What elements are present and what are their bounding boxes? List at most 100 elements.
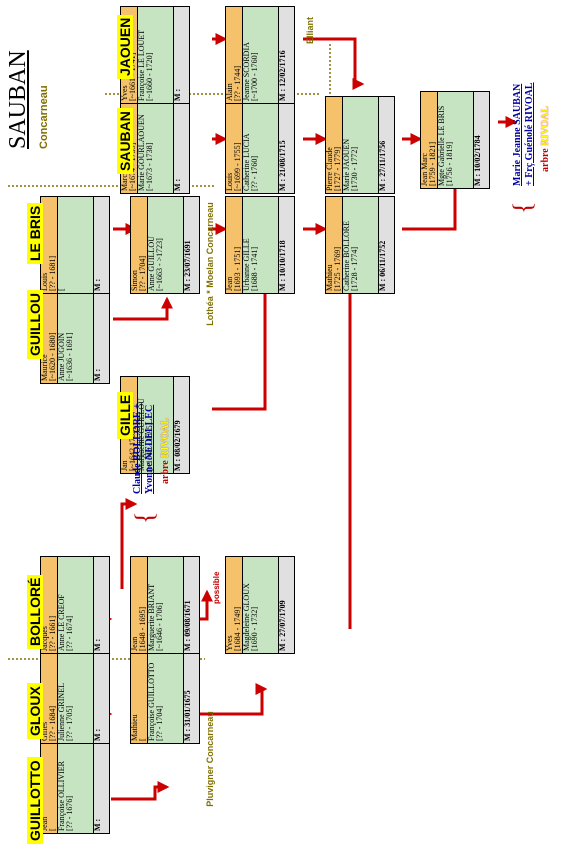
marriage-date: M : 12/02/1716	[279, 50, 287, 101]
wife-name: Jeanne SCORDIA	[243, 42, 251, 101]
husband-dates: [?? - 1681]	[49, 255, 57, 291]
wife-band: Mgte Gabrielle LE BRIS[1756 - 1819]	[438, 92, 474, 188]
husband-dates: [?? - 1744]	[234, 65, 242, 101]
marriage-band: M : 08/02/1679	[174, 377, 189, 473]
couple-card: Jean Marc[1759 - 1821]Mgte Gabrielle LE …	[420, 91, 490, 189]
marriage-date: M :	[94, 739, 102, 831]
wife-band: Marie GOURLAOUEN[~1673 - 1738]	[138, 97, 174, 193]
sauban-link-brace: {	[508, 201, 537, 214]
bollore-link-line2[interactable]: Yvonne NEDELLEC	[144, 404, 155, 494]
wife-name: Anne GUILLOU	[148, 236, 156, 291]
marriage-band: M :	[174, 97, 189, 193]
sauban-link-line2[interactable]: + Frç Guénolé RIVOAL	[524, 82, 535, 186]
wife-name: Mgte Gabrielle LE BRIS	[438, 105, 446, 186]
marriage-date: M : 10/02/1784	[474, 135, 482, 186]
wife-band: Anne GUILLOU[~1663 - >1723]	[148, 197, 184, 293]
husband-dates: [?? - 1704]	[139, 255, 147, 291]
husband-name: Pierre Claude	[326, 147, 334, 191]
marriage-band: M : 27/11/1756	[379, 97, 394, 193]
couple-card: Gilles[?? - 1684]Julienne GRINEL[?? - 17…	[40, 646, 110, 744]
couple-card: Yves[1684 - 1749]Magdeleine GLOUX[1690 -…	[225, 556, 295, 654]
bollore-link-brace: {	[130, 511, 159, 524]
wife-dates: [1756 - 1819]	[446, 142, 454, 186]
husband-name: Jean Marc	[421, 152, 429, 186]
couple-card: Pierre Claude[1727 - 1779]Marie JAOUEN[1…	[325, 96, 395, 194]
husband-band: Mathieu[1725 - 1769]	[326, 197, 343, 293]
marriage-band: M :	[94, 647, 109, 743]
wife-band: Anne JUGOIN[~1636 - 1691]	[58, 287, 94, 383]
marriage-date: M : 27/11/1756	[379, 140, 387, 191]
wife-name: Anne JUGOIN	[58, 332, 66, 381]
husband-band: Louis[?? - 1681]	[41, 197, 58, 293]
wife-dates: [?? - 1674]	[66, 615, 74, 651]
connector-alain-pierre	[303, 37, 365, 90]
couple-card: Jacques[?? - 1661]Anne LE CREOF[?? - 167…	[40, 556, 110, 654]
wife-dates: [?? - 1676]	[66, 795, 74, 831]
marriage-date: M :	[174, 9, 182, 101]
husband-band: Jacques[?? - 1661]	[41, 557, 58, 653]
sauban-link-line1[interactable]: Marie Jeanne SAUBAN	[512, 83, 523, 186]
husband-name: Yves	[226, 635, 234, 651]
husband-band: Jean[1693 - 1751]	[226, 197, 243, 293]
wife-name: Urbanne GILLE	[243, 238, 251, 291]
family-label-sauban: SAUBAN	[117, 108, 133, 174]
wife-dates: [~1646 - 1706]	[156, 602, 164, 651]
bollore-link-line1[interactable]: Claude BOLLORE +	[132, 403, 143, 494]
husband-band: Jean Marc[1759 - 1821]	[421, 92, 438, 188]
marriage-date: M : 06/11/1752	[379, 240, 387, 291]
wife-name: Françoise OLLIVIER	[58, 761, 66, 831]
wife-band: Marguerite BRIANT[~1646 - 1706]	[148, 557, 184, 653]
marriage-band: M : 12/02/1716	[279, 7, 294, 103]
husband-dates: [1684 - 1749]	[234, 607, 242, 651]
couple-card: Maurice[~1620 - 1680]Anne JUGOIN[~1636 -…	[40, 286, 110, 384]
husband-band: Jean[1648 - 1695]	[131, 557, 148, 653]
family-label-jaouen: JAOUEN	[117, 14, 133, 79]
wife-dates: [?? - 1705]	[66, 705, 74, 741]
husband-band: Simon[?? - 1704]	[131, 197, 148, 293]
husband-dates: [1693 - 1751]	[234, 247, 242, 291]
couple-card: Louis[?? - 1681][M :	[40, 196, 110, 294]
wife-band: Catherine LUCIA[?? - 1760]	[243, 97, 279, 193]
husband-band: Louis[~1699 - 1755]	[226, 97, 243, 193]
husband-dates: [~1620 - 1680]	[49, 332, 57, 381]
marriage-band: M : 27/07/1709	[279, 557, 294, 653]
wife-dates: [1688 - 1741]	[251, 247, 259, 291]
wife-name: Julienne GRINEL	[58, 683, 66, 741]
wife-dates: [1728 - 1774]	[351, 247, 359, 291]
marriage-band: M : 09/08/1671	[184, 557, 199, 653]
wife-name: Anne LE CREOF	[58, 594, 66, 651]
marriage-date: M : 10/10/1718	[279, 240, 287, 291]
possible-note: possible	[212, 571, 221, 604]
wife-name: Marie JAOUEN	[343, 138, 351, 191]
marriage-date: M :	[174, 99, 182, 191]
couple-card: Jean[1648 - 1695]Marguerite BRIANT[~1646…	[130, 556, 200, 654]
husband-dates: [	[139, 649, 147, 741]
wife-dates: [~1673 - 1738]	[146, 142, 154, 191]
connector-mathieu-yves	[167, 683, 268, 716]
wife-dates: [~1636 - 1691]	[66, 332, 74, 381]
couple-card: Jean[ Françoise OLLIVIER[?? - 1676]M :	[40, 736, 110, 834]
marriage-band: M : 21/08/1715	[279, 97, 294, 193]
husband-band: Mathieu[	[131, 647, 148, 743]
wife-name: Catherine BOLLORÉ	[343, 221, 351, 291]
marriage-date: M :	[94, 199, 102, 291]
marriage-band: M :	[94, 737, 109, 833]
husband-name: Mathieu	[131, 714, 139, 741]
husband-dates: [1648 - 1695]	[139, 607, 147, 651]
wife-dates: [~1660 - 1720]	[146, 52, 154, 101]
wife-band: Anne LE CREOF[?? - 1674]	[58, 557, 94, 653]
place-lothea: Lothéa * Moelan Concarneau	[205, 202, 215, 326]
marriage-date: M : 21/08/1715	[279, 140, 287, 191]
marriage-date: M : 09/08/1671	[184, 600, 192, 651]
connector-jean-bollore-link	[120, 498, 138, 589]
husband-dates: [1759 - 1821]	[429, 142, 437, 186]
marriage-band: M : 06/11/1752	[379, 197, 394, 293]
husband-name: Louis	[226, 172, 234, 191]
marriage-band: M : 10/02/1784	[474, 92, 489, 188]
page-subtitle: Concarneau	[38, 85, 50, 149]
wife-name: Françoise LE LOUET	[138, 29, 146, 101]
marriage-band: M : 31/01/1675	[184, 647, 199, 743]
marriage-date: M : 31/01/1675	[184, 690, 192, 741]
husband-dates: [?? - 1684]	[49, 705, 57, 741]
